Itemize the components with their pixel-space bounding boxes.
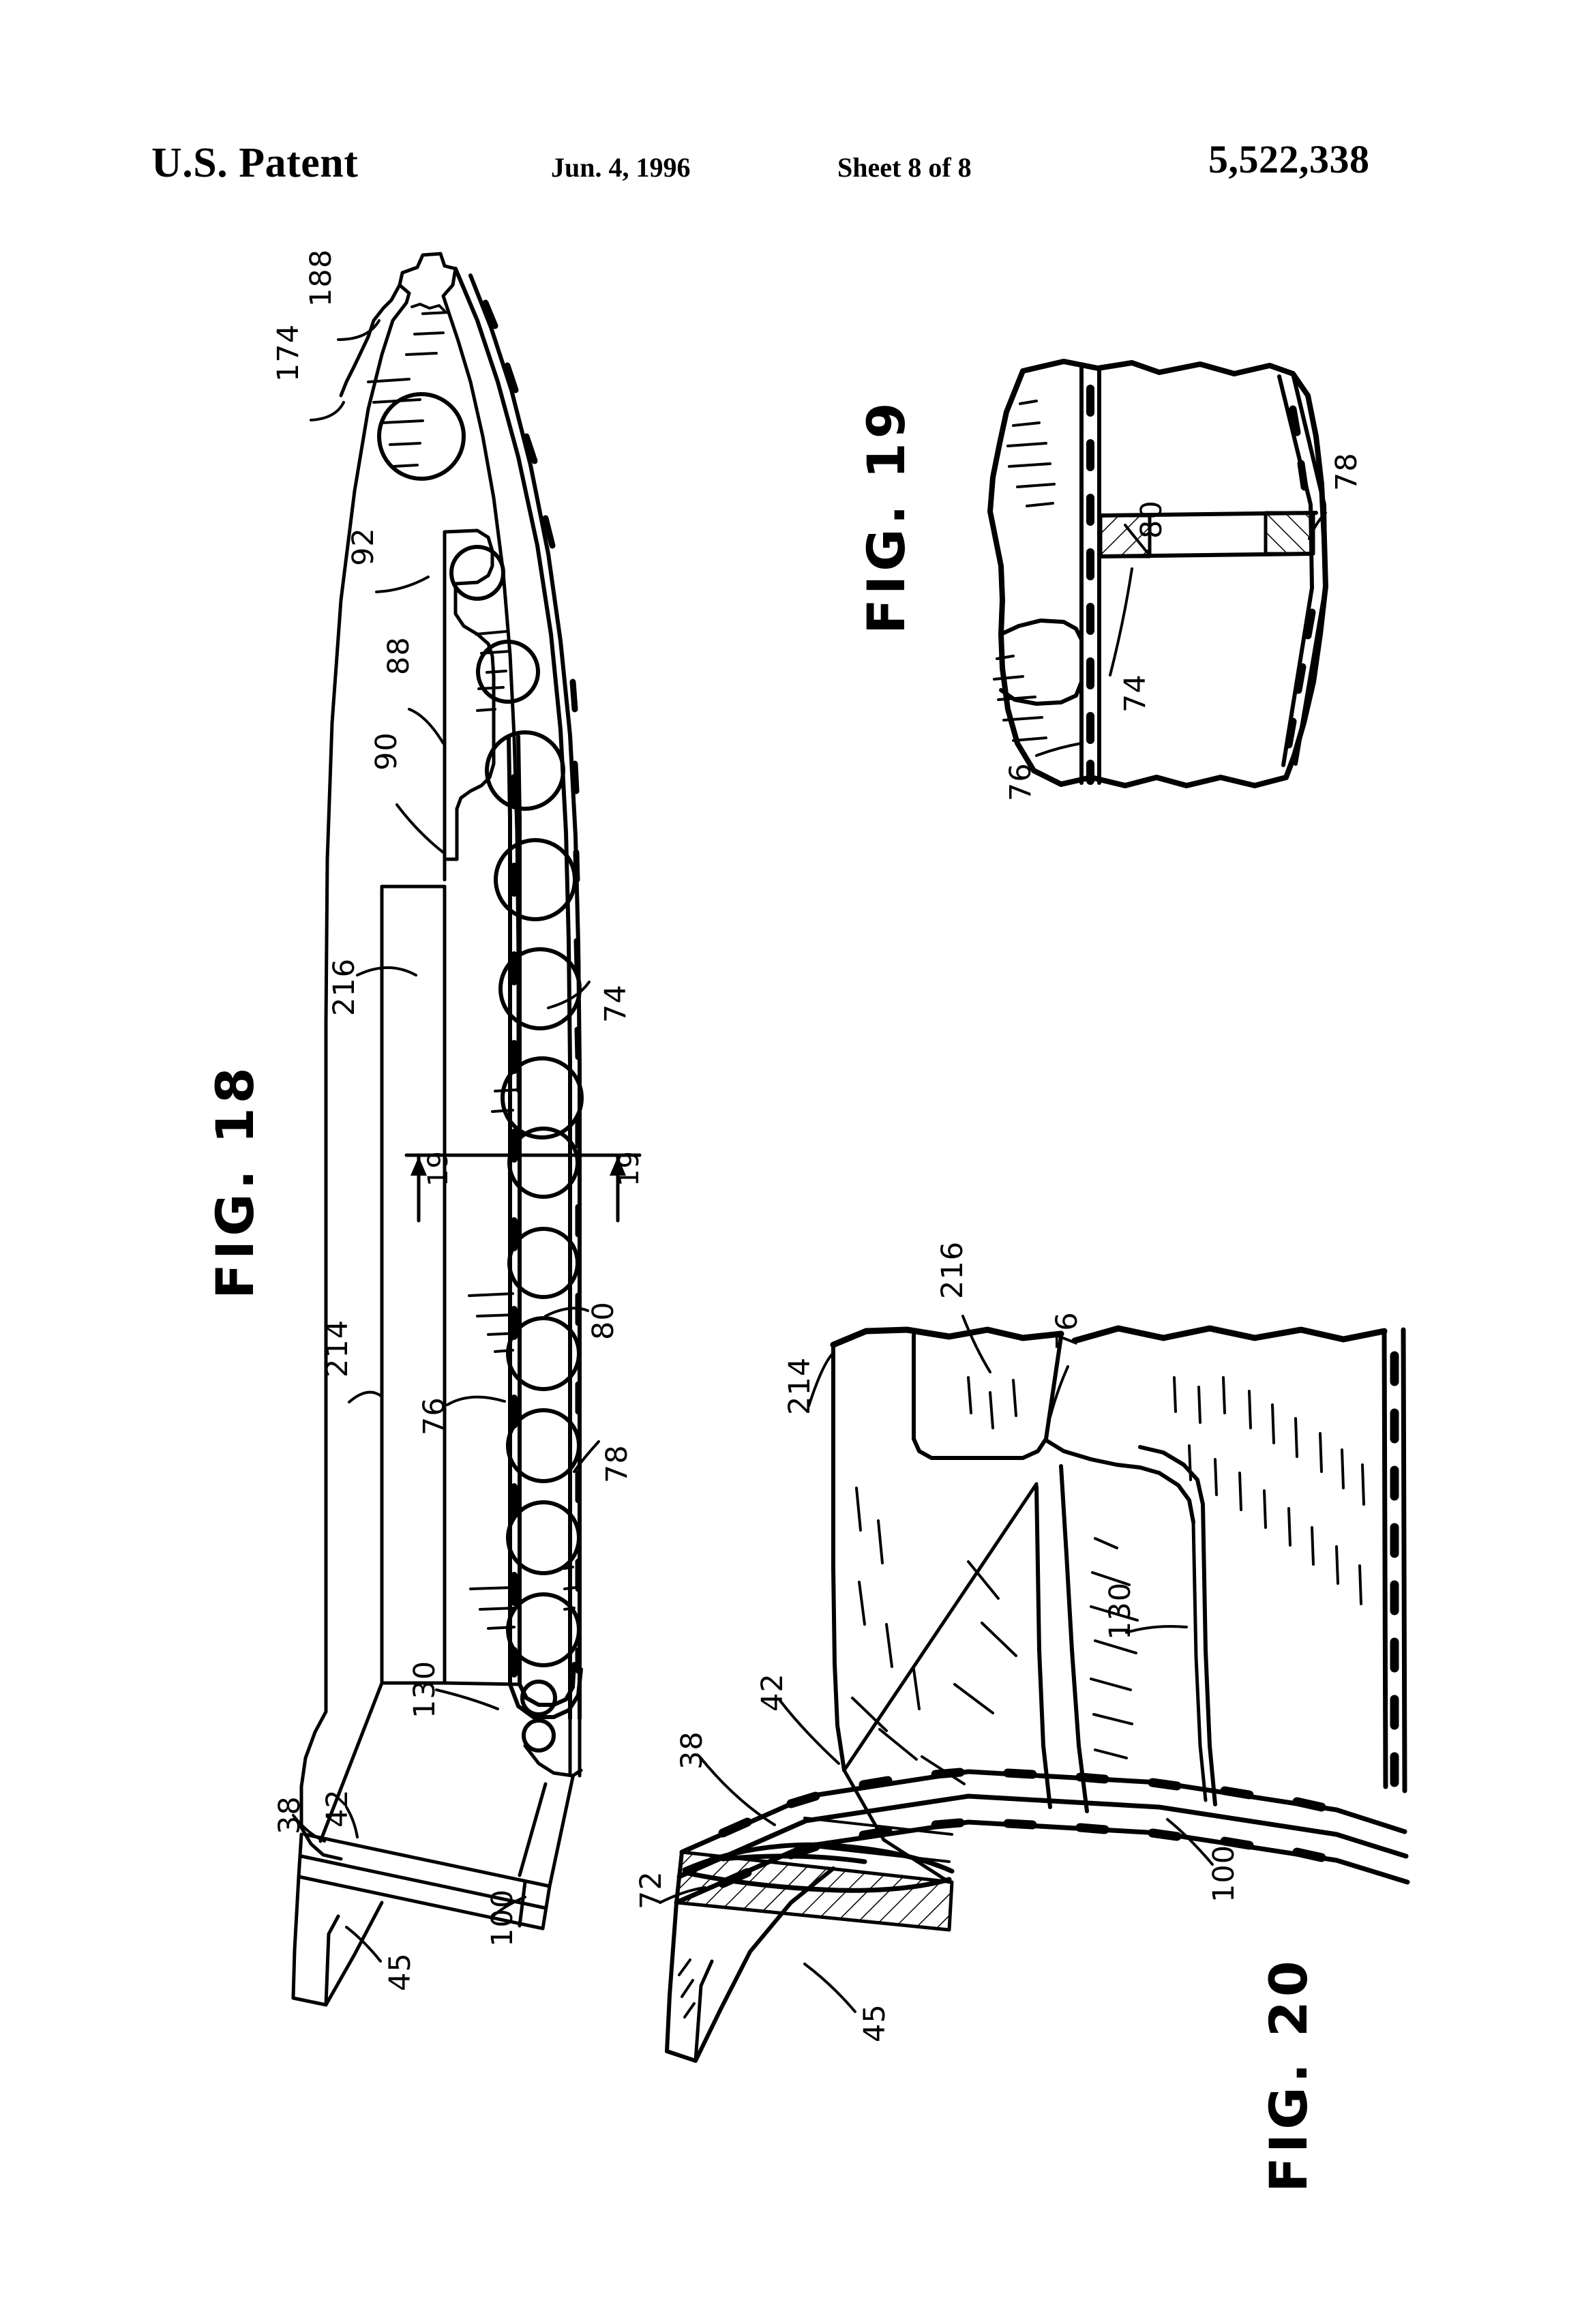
reference-numeral-92: 92: [346, 527, 380, 566]
reference-numeral-42: 42: [756, 1673, 790, 1712]
reference-numeral-74: 74: [599, 984, 633, 1023]
reference-numeral-188: 188: [304, 248, 338, 307]
reference-numeral-78: 78: [1330, 452, 1364, 491]
page-title: U.S. Patent: [151, 140, 359, 186]
reference-numeral-76: 76: [417, 1397, 451, 1435]
reference-numeral-130: 130: [1103, 1581, 1137, 1640]
reference-numeral-19: 19: [614, 1150, 645, 1187]
reference-numeral-100: 100: [486, 1888, 520, 1947]
reference-numeral-214: 214: [320, 1319, 355, 1377]
reference-numeral-174: 174: [271, 323, 305, 382]
reference-numeral-214: 214: [783, 1356, 817, 1415]
reference-numeral-19: 19: [423, 1150, 454, 1187]
reference-numeral-78: 78: [600, 1444, 634, 1483]
reference-numeral-45: 45: [858, 2003, 892, 2042]
reference-numeral-72: 72: [634, 1871, 668, 1909]
reference-numeral-76: 76: [1004, 762, 1038, 801]
figure-20-caption: FIG. 20: [1258, 1956, 1319, 2192]
reference-numeral-45: 45: [383, 1952, 417, 1991]
figure-18-geometry: [291, 252, 642, 2007]
patent-number: 5,522,338: [1208, 137, 1370, 181]
figure-19-geometry: [987, 359, 1328, 788]
reference-numeral-90: 90: [370, 732, 404, 771]
reference-numeral-76: 76: [1050, 1311, 1084, 1350]
reference-numeral-38: 38: [273, 1796, 307, 1834]
patent-header: U.S. Patent Jun. 4, 1996 Sheet 8 of 8 5,…: [0, 0, 1582, 225]
reference-numeral-80: 80: [1135, 500, 1169, 539]
reference-numeral-80: 80: [586, 1301, 621, 1340]
reference-numeral-74: 74: [1118, 674, 1152, 713]
reference-numeral-130: 130: [408, 1660, 442, 1718]
figure-20-geometry: [659, 1315, 1410, 2063]
sheet-number: Sheet 8 of 8: [837, 152, 972, 183]
reference-numeral-216: 216: [327, 957, 361, 1016]
reference-numeral-100: 100: [1207, 1844, 1241, 1903]
figure-19-caption: FIG. 19: [856, 398, 916, 634]
figure-18-caption: FIG. 18: [205, 1063, 265, 1299]
reference-numeral-216: 216: [936, 1240, 970, 1299]
reference-numeral-88: 88: [382, 636, 416, 675]
reference-numeral-42: 42: [320, 1789, 355, 1828]
patent-date: Jun. 4, 1996: [551, 152, 691, 183]
reference-numeral-38: 38: [675, 1731, 709, 1770]
